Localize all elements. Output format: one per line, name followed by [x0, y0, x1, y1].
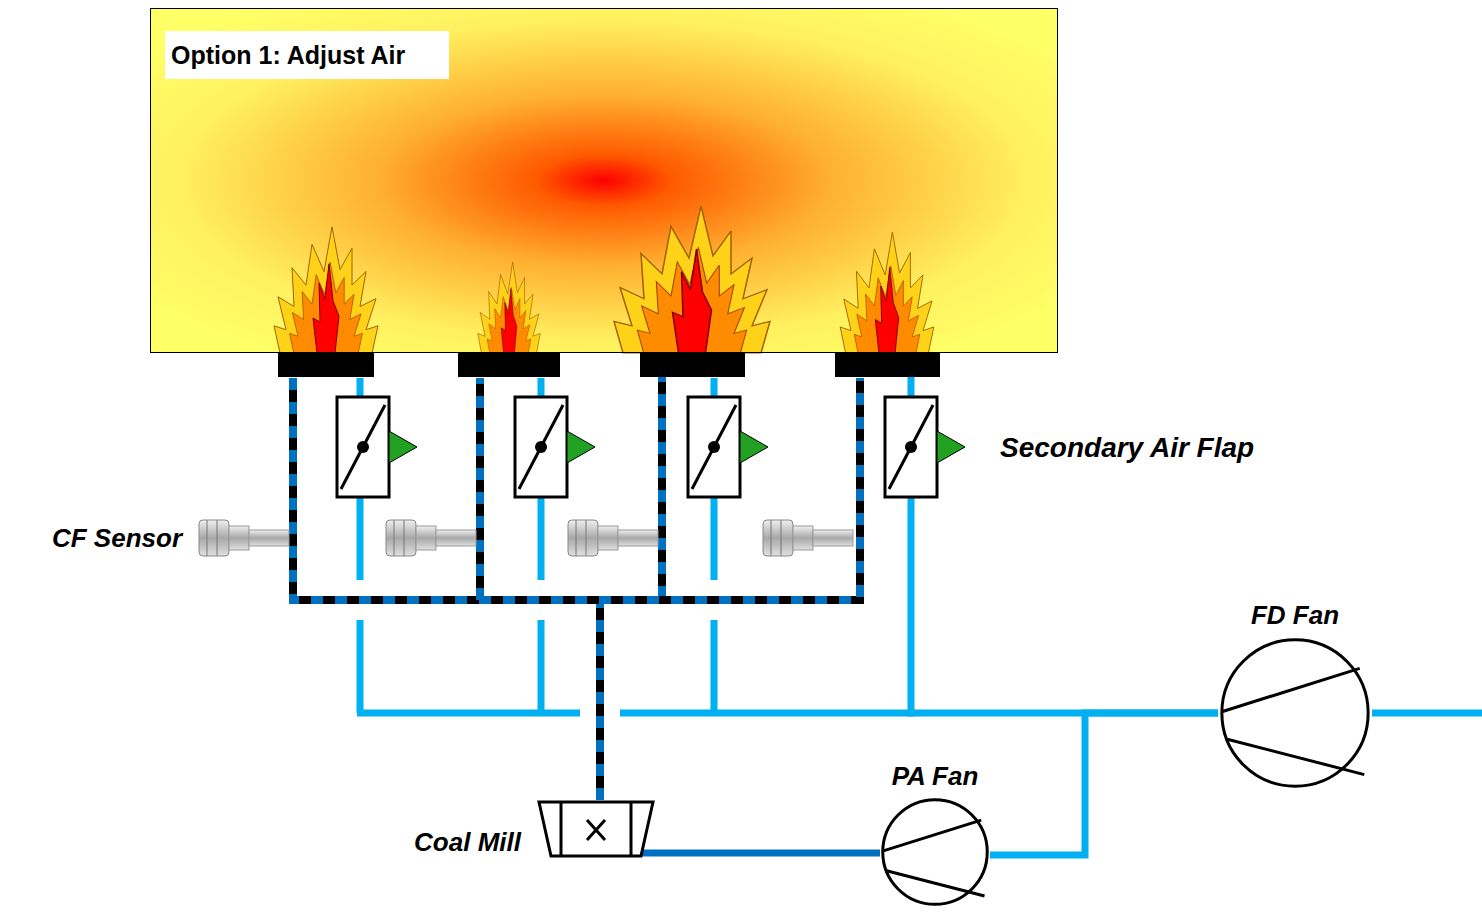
- mill-wall: [560, 802, 563, 856]
- duct-connector: [911, 353, 1218, 713]
- fan-blade: [1227, 739, 1364, 774]
- mill-symbol: [537, 800, 655, 858]
- fan-blade: [887, 871, 985, 896]
- coal-pipe-dash: [600, 353, 662, 800]
- fan-blade: [883, 820, 981, 851]
- pa-fan: PA Fan: [880, 797, 990, 907]
- air-duct: [990, 713, 1218, 855]
- fan-blade: [1223, 668, 1360, 711]
- duct-connector: [990, 713, 1218, 855]
- component-label: PA Fan: [892, 760, 979, 792]
- fan-casing: [883, 800, 988, 905]
- coal-pipe: [600, 353, 662, 800]
- mill-cross: [587, 820, 605, 840]
- fan-casing: [1222, 640, 1368, 786]
- coal-mill: Coal Mill: [537, 800, 655, 858]
- air-duct: [911, 353, 1218, 713]
- mill-cross: [587, 820, 605, 840]
- component-label: FD Fan: [1251, 599, 1339, 631]
- primary-air-duct: [655, 850, 880, 857]
- fan-symbol: [1218, 636, 1372, 790]
- fd-fan: FD Fan: [1218, 636, 1372, 790]
- furnace-box: Option 1: Adjust Air: [150, 8, 1058, 353]
- component-label: Coal Mill: [414, 826, 521, 858]
- fan-symbol: [880, 797, 990, 907]
- mill-wall: [630, 802, 633, 856]
- mill-body: [539, 802, 653, 856]
- duct-connector: [655, 853, 880, 854]
- panel-title: Option 1: Adjust Air: [165, 31, 449, 79]
- sensor-label: CF Sensor: [52, 521, 182, 555]
- duct-connector: [600, 353, 662, 800]
- flap-label: Secondary Air Flap: [1000, 431, 1254, 465]
